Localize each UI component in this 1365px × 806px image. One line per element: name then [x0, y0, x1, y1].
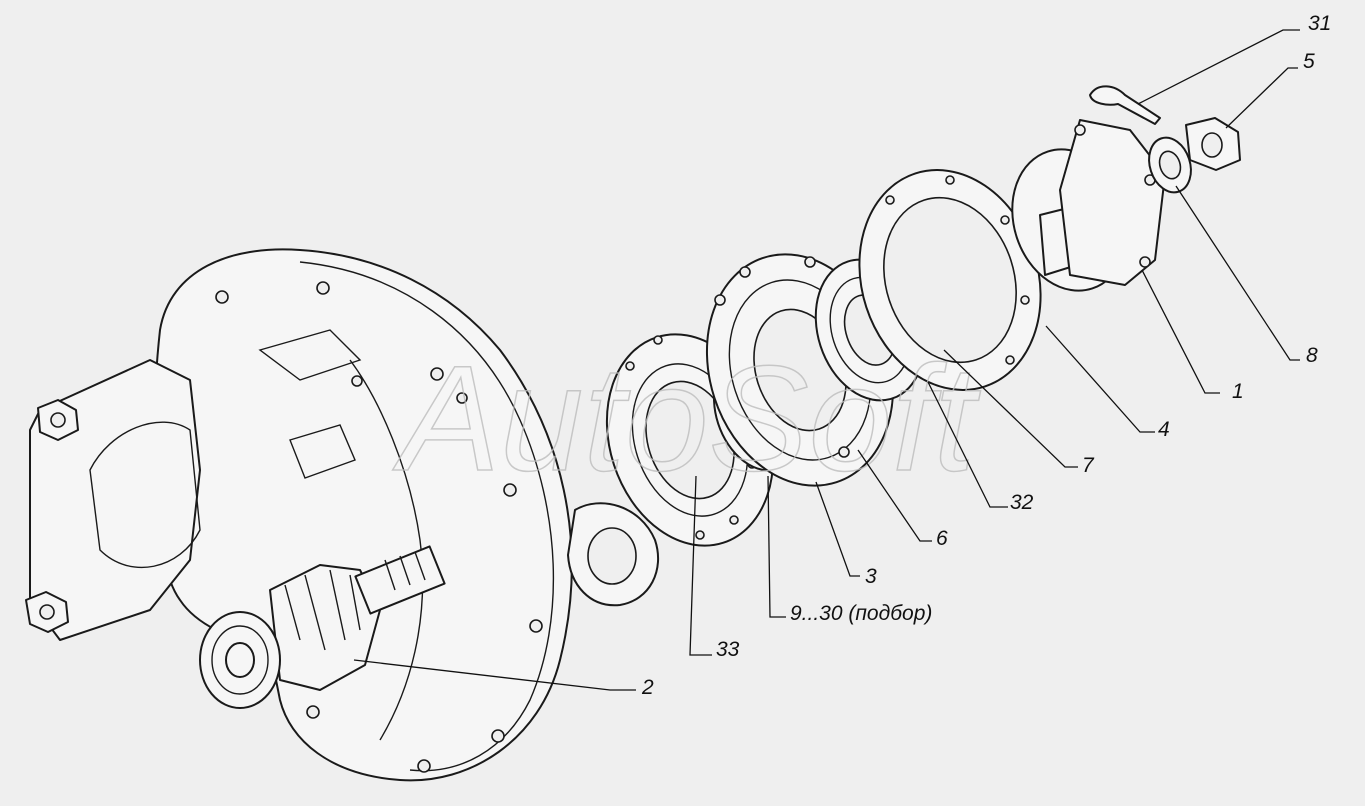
watermark-text: AutoSoft: [392, 334, 981, 502]
callout-label-1: 1: [1232, 380, 1244, 403]
arm-bolt-top: [37, 399, 79, 441]
castle-nut-part-5: [1185, 117, 1241, 171]
callout-label-7: 7: [1082, 454, 1095, 477]
callout-label-33: 33: [716, 638, 740, 661]
callout-leaders: [353, 29, 1300, 691]
cotter-pin-part-31: [1089, 85, 1161, 125]
callout-label-4: 4: [1158, 418, 1170, 441]
arm-bolt-bottom: [25, 591, 69, 633]
callout-label-3: 3: [865, 565, 877, 588]
callout-label-2: 2: [641, 676, 654, 699]
callout-label-5: 5: [1303, 50, 1315, 73]
drive-pinion-part-2: [199, 545, 446, 709]
callout-label-31: 31: [1308, 12, 1331, 35]
final-drive-housing: [25, 248, 660, 782]
callout-label-32: 32: [1010, 491, 1034, 514]
callout-label-6: 6: [936, 527, 948, 550]
callout-labels: 31 5 8 1 4 7 32 6 3 9...30 (подбор) 33 2: [641, 12, 1331, 699]
callout-label-9-30: 9...30 (подбор): [790, 602, 932, 625]
drive-flange-part-1: [1011, 119, 1166, 292]
callout-label-8: 8: [1306, 344, 1318, 367]
